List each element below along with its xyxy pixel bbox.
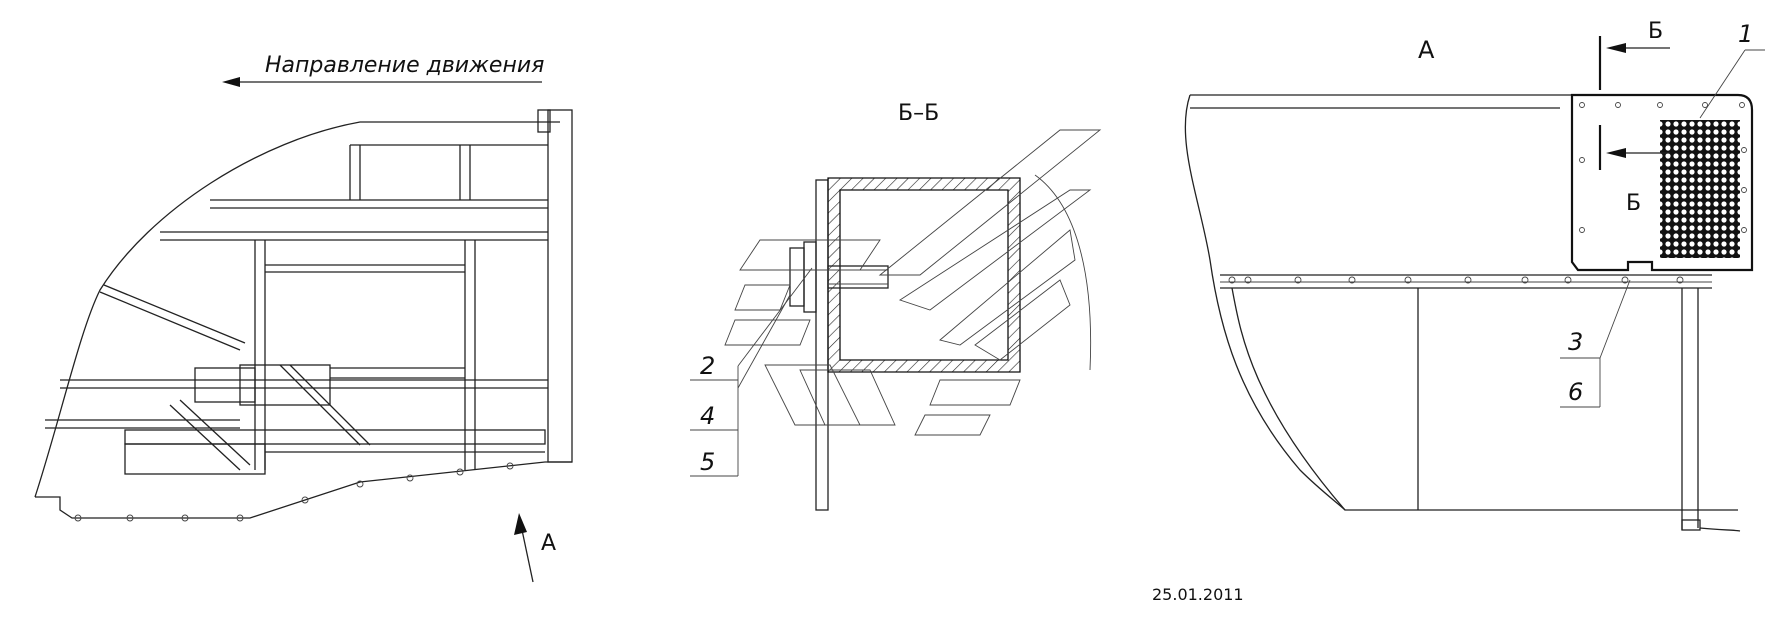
- callout-5: 5: [700, 448, 715, 476]
- callout-2: 2: [700, 352, 715, 380]
- section-mark-top: Б: [1648, 19, 1663, 44]
- band-bolts: [1228, 276, 1684, 284]
- view-a-arrow-icon: [514, 513, 534, 583]
- direction-label: Направление движения: [265, 53, 544, 78]
- section-mark-bottom: Б: [1626, 191, 1641, 216]
- section-view: [690, 129, 1102, 511]
- bottom-bolts: [74, 462, 514, 522]
- direction-arrow-icon: [222, 77, 542, 87]
- drawing-date: 25.01.2011: [1152, 585, 1244, 604]
- view-label: А: [1418, 36, 1435, 64]
- callout-4: 4: [700, 402, 715, 430]
- perforated-grille: [1660, 120, 1740, 258]
- callout-6: 6: [1568, 378, 1583, 406]
- section-title: Б–Б: [898, 101, 939, 126]
- left-side-view: [34, 77, 573, 583]
- view-arrow-label: А: [541, 531, 556, 556]
- view-a: [1184, 36, 1765, 532]
- callout-3: 3: [1568, 328, 1583, 356]
- callout-1: 1: [1738, 20, 1753, 48]
